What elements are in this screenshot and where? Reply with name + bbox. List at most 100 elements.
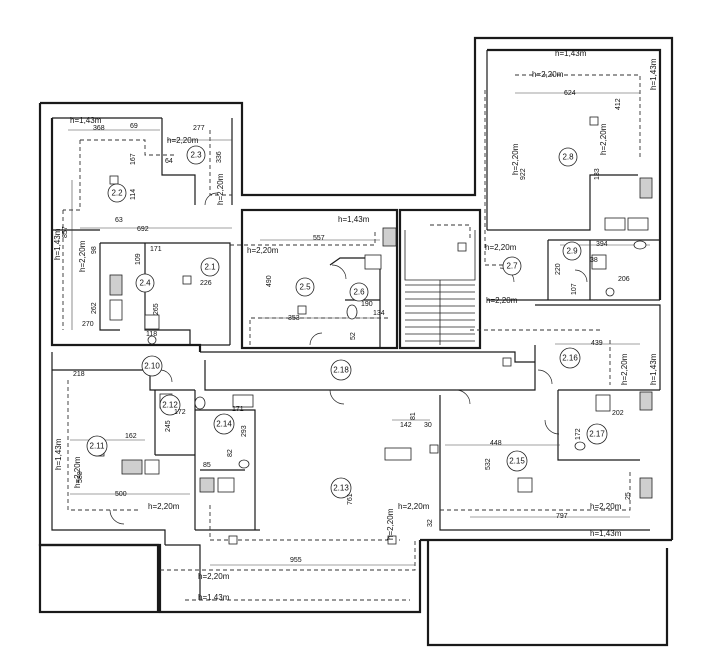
svg-text:2.5: 2.5 (299, 283, 311, 292)
svg-text:h=1,43m: h=1,43m (54, 438, 63, 470)
svg-text:624: 624 (564, 90, 576, 97)
svg-text:172: 172 (174, 409, 186, 416)
svg-text:448: 448 (490, 440, 502, 447)
svg-text:h=1,43m: h=1,43m (590, 529, 622, 538)
svg-text:797: 797 (556, 513, 568, 520)
svg-text:588: 588 (77, 471, 84, 483)
inner-walls (50, 48, 662, 600)
svg-text:134: 134 (373, 310, 385, 317)
room-2-9: 2.9 (562, 241, 582, 261)
room-2-2: 2.2 (107, 183, 127, 203)
svg-text:h=2,20m: h=2,20m (398, 502, 430, 511)
svg-text:277: 277 (193, 125, 205, 132)
svg-text:218: 218 (73, 371, 85, 378)
svg-text:h=1,43m: h=1,43m (649, 353, 658, 385)
svg-text:500: 500 (115, 491, 127, 498)
svg-text:2.2: 2.2 (111, 189, 123, 198)
room-2-18: 2.18 (330, 359, 352, 381)
room-2-14: 2.14 (213, 413, 235, 435)
svg-text:2.16: 2.16 (562, 354, 578, 363)
svg-text:h=2,20m: h=2,20m (532, 70, 564, 79)
svg-text:h=2,20m: h=2,20m (511, 143, 520, 175)
svg-text:245: 245 (165, 420, 172, 432)
svg-text:2.10: 2.10 (144, 362, 160, 371)
svg-text:353: 353 (288, 315, 300, 322)
svg-text:63: 63 (115, 217, 123, 224)
svg-text:394: 394 (596, 241, 608, 248)
room-2-12: 2.12 (159, 394, 181, 416)
svg-text:262: 262 (91, 302, 98, 314)
svg-text:h=2,20m: h=2,20m (73, 456, 82, 488)
svg-text:2.11: 2.11 (90, 442, 106, 451)
room-2-16: 2.16 (559, 347, 581, 369)
svg-text:h=2,20m: h=2,20m (167, 136, 199, 145)
svg-text:2.13: 2.13 (333, 484, 349, 493)
svg-text:162: 162 (125, 433, 137, 440)
svg-text:2.4: 2.4 (139, 279, 151, 288)
svg-text:h=1,43m: h=1,43m (53, 228, 62, 260)
svg-text:439: 439 (591, 340, 603, 347)
svg-text:81: 81 (410, 412, 417, 420)
svg-text:h=2,20m: h=2,20m (485, 243, 517, 252)
svg-text:30: 30 (424, 422, 432, 429)
svg-text:167: 167 (130, 153, 137, 165)
svg-text:25: 25 (625, 492, 632, 500)
svg-text:109: 109 (135, 253, 142, 265)
height-labels: h=1,43m h=2,20m h=1,43m h=2,20m h=1,43m … (53, 49, 658, 602)
svg-text:2.15: 2.15 (509, 457, 525, 466)
svg-text:955: 955 (290, 557, 302, 564)
svg-text:52: 52 (350, 332, 357, 340)
room-2-4: 2.4 (135, 273, 155, 293)
svg-text:133: 133 (594, 168, 601, 180)
room-2-15: 2.15 (506, 450, 528, 472)
doors (109, 192, 588, 525)
svg-text:2.9: 2.9 (566, 247, 578, 256)
svg-text:2.17: 2.17 (589, 430, 605, 439)
svg-text:h=2,20m: h=2,20m (148, 502, 180, 511)
svg-text:220: 220 (555, 263, 562, 275)
svg-text:857: 857 (62, 226, 69, 238)
svg-text:2.1: 2.1 (204, 263, 216, 272)
svg-text:922: 922 (520, 168, 527, 180)
svg-text:h=2,20m: h=2,20m (590, 502, 622, 511)
svg-text:h=1,43m: h=1,43m (70, 116, 102, 125)
svg-text:32: 32 (427, 519, 434, 527)
room-2-10: 2.10 (141, 355, 163, 377)
svg-text:h=2,20m: h=2,20m (620, 353, 629, 385)
slope-lines (62, 74, 641, 601)
svg-text:190: 190 (361, 301, 373, 308)
svg-text:118: 118 (146, 331, 157, 338)
svg-text:h=1,43m: h=1,43m (555, 49, 587, 58)
outer-walls (38, 36, 674, 647)
svg-text:h=2,20m: h=2,20m (486, 296, 518, 305)
svg-text:2.18: 2.18 (333, 366, 349, 375)
svg-text:171: 171 (232, 406, 244, 413)
room-2-1: 2.1 (200, 257, 220, 277)
fixtures (95, 116, 653, 545)
svg-text:368: 368 (93, 125, 105, 132)
svg-text:142: 142 (400, 422, 412, 429)
svg-text:h=1,43m: h=1,43m (198, 593, 230, 602)
svg-text:38: 38 (590, 257, 598, 264)
room-2-5: 2.5 (295, 277, 315, 297)
svg-text:h=1,43m: h=1,43m (649, 58, 658, 90)
svg-text:h=1,43m: h=1,43m (338, 215, 370, 224)
svg-text:336: 336 (216, 151, 223, 163)
svg-text:265: 265 (153, 303, 160, 315)
room-2-7: 2.7 (502, 256, 522, 276)
svg-text:h=2,20m: h=2,20m (198, 572, 230, 581)
svg-text:85: 85 (203, 462, 211, 469)
svg-text:171: 171 (150, 246, 162, 253)
svg-text:82: 82 (227, 449, 234, 457)
dimension-numbers: 368 69 277 64 63 692 171 226 270 118 557… (62, 90, 632, 564)
svg-text:2.12: 2.12 (162, 401, 178, 410)
svg-text:h=2,20m: h=2,20m (78, 240, 87, 272)
svg-text:206: 206 (618, 276, 630, 283)
svg-text:2.7: 2.7 (506, 262, 518, 271)
svg-text:2.14: 2.14 (216, 420, 232, 429)
svg-text:h=2,20m: h=2,20m (216, 173, 225, 205)
svg-text:2.6: 2.6 (353, 288, 365, 297)
svg-text:h=2,20m: h=2,20m (386, 508, 395, 540)
svg-text:69: 69 (130, 123, 138, 130)
